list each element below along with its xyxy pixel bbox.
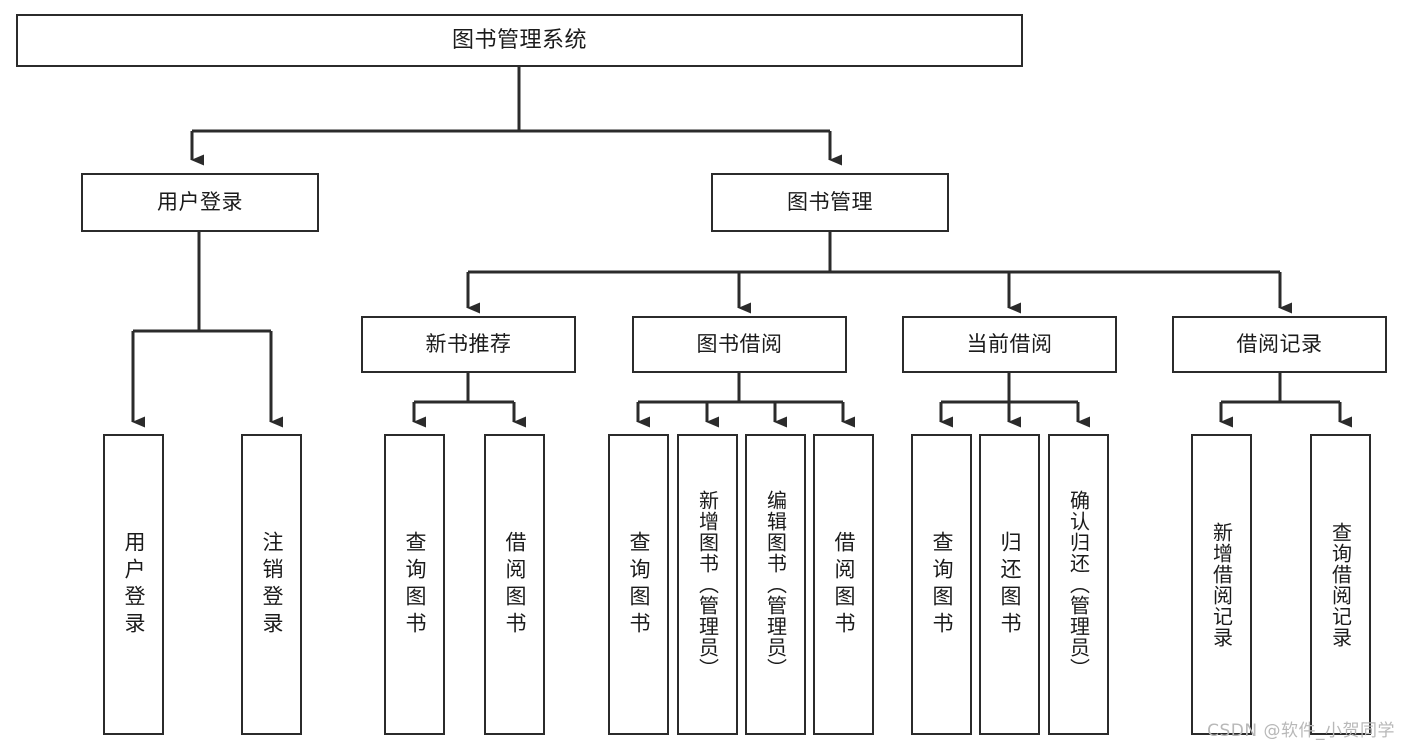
leaf-add-record-label: 新增借阅记录 bbox=[1209, 521, 1234, 648]
node-user-login[interactable]: 用户登录 bbox=[81, 173, 319, 232]
leaf-query-book-3[interactable]: 查询图书 bbox=[911, 434, 972, 735]
leaf-user-login[interactable]: 用户登录 bbox=[103, 434, 164, 735]
node-current-borrow[interactable]: 当前借阅 bbox=[902, 316, 1117, 373]
leaf-borrow-book-1[interactable]: 借阅图书 bbox=[484, 434, 545, 735]
node-book-borrow-label: 图书借阅 bbox=[696, 332, 783, 357]
leaf-borrow-book-1-label: 借阅图书 bbox=[503, 530, 527, 639]
leaf-edit-book[interactable]: 编辑图书（管理员） bbox=[745, 434, 806, 735]
leaf-return-book[interactable]: 归还图书 bbox=[979, 434, 1040, 735]
leaf-query-book-2[interactable]: 查询图书 bbox=[608, 434, 669, 735]
leaf-query-book-2-label: 查询图书 bbox=[627, 530, 651, 639]
leaf-confirm-return-label: 确认归还（管理员） bbox=[1066, 490, 1091, 679]
leaf-add-book[interactable]: 新增图书（管理员） bbox=[677, 434, 738, 735]
leaf-query-book-1-label: 查询图书 bbox=[403, 530, 427, 639]
leaf-borrow-book-2-label: 借阅图书 bbox=[832, 530, 856, 639]
node-new-book-recommend-label: 新书推荐 bbox=[425, 332, 512, 357]
leaf-confirm-return[interactable]: 确认归还（管理员） bbox=[1048, 434, 1109, 735]
node-book-borrow[interactable]: 图书借阅 bbox=[632, 316, 847, 373]
node-new-book-recommend[interactable]: 新书推荐 bbox=[361, 316, 576, 373]
leaf-query-record-label: 查询借阅记录 bbox=[1328, 521, 1353, 648]
leaf-edit-book-label: 编辑图书（管理员） bbox=[763, 490, 788, 679]
leaf-user-logout[interactable]: 注销登录 bbox=[241, 434, 302, 735]
node-current-borrow-label: 当前借阅 bbox=[966, 332, 1053, 357]
node-root[interactable]: 图书管理系统 bbox=[16, 14, 1023, 67]
leaf-user-logout-label: 注销登录 bbox=[260, 530, 284, 639]
leaf-add-book-label: 新增图书（管理员） bbox=[695, 490, 720, 679]
leaf-query-book-1[interactable]: 查询图书 bbox=[384, 434, 445, 735]
node-user-login-label: 用户登录 bbox=[157, 190, 243, 215]
leaf-query-record[interactable]: 查询借阅记录 bbox=[1310, 434, 1371, 735]
node-book-management[interactable]: 图书管理 bbox=[711, 173, 949, 232]
node-borrow-record[interactable]: 借阅记录 bbox=[1172, 316, 1387, 373]
csdn-watermark: CSDN @软件_小贺同学 bbox=[1207, 721, 1395, 741]
leaf-user-login-label: 用户登录 bbox=[122, 530, 146, 639]
leaf-query-book-3-label: 查询图书 bbox=[930, 530, 954, 639]
node-borrow-record-label: 借阅记录 bbox=[1236, 332, 1323, 357]
node-book-management-label: 图书管理 bbox=[787, 190, 873, 215]
node-root-label: 图书管理系统 bbox=[451, 27, 587, 53]
leaf-add-record[interactable]: 新增借阅记录 bbox=[1191, 434, 1252, 735]
leaf-borrow-book-2[interactable]: 借阅图书 bbox=[813, 434, 874, 735]
leaf-return-book-label: 归还图书 bbox=[998, 530, 1022, 639]
